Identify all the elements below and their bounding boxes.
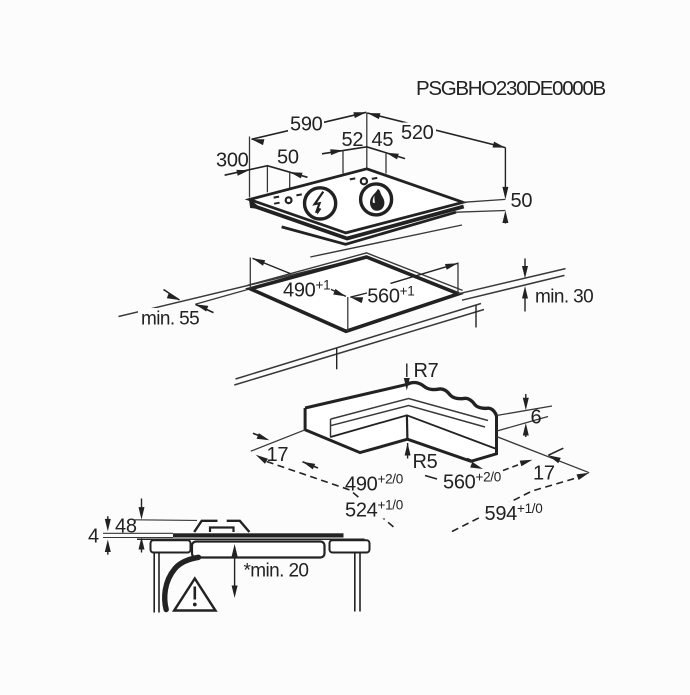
svg-text:4: 4	[88, 526, 99, 548]
svg-text:45: 45	[372, 129, 394, 151]
svg-text:PSGBHO230DE0000B: PSGBHO230DE0000B	[416, 77, 606, 100]
svg-text:R5: R5	[413, 451, 438, 473]
svg-text:R7: R7	[414, 360, 439, 382]
svg-text:48: 48	[115, 516, 137, 538]
svg-text:594+1/0: 594+1/0	[485, 501, 543, 525]
svg-text:min. 55: min. 55	[141, 309, 199, 330]
svg-text:590: 590	[290, 114, 323, 136]
svg-text:17: 17	[267, 444, 289, 466]
svg-text:6: 6	[531, 407, 542, 429]
svg-text:min. 30: min. 30	[535, 287, 593, 308]
svg-text:50: 50	[511, 190, 533, 212]
svg-text:*min. 20: *min. 20	[244, 561, 309, 582]
svg-text:520: 520	[401, 122, 434, 144]
svg-text:17: 17	[533, 463, 555, 485]
svg-text:52: 52	[342, 129, 364, 151]
svg-text:300: 300	[216, 150, 249, 172]
svg-text:50: 50	[277, 147, 299, 169]
